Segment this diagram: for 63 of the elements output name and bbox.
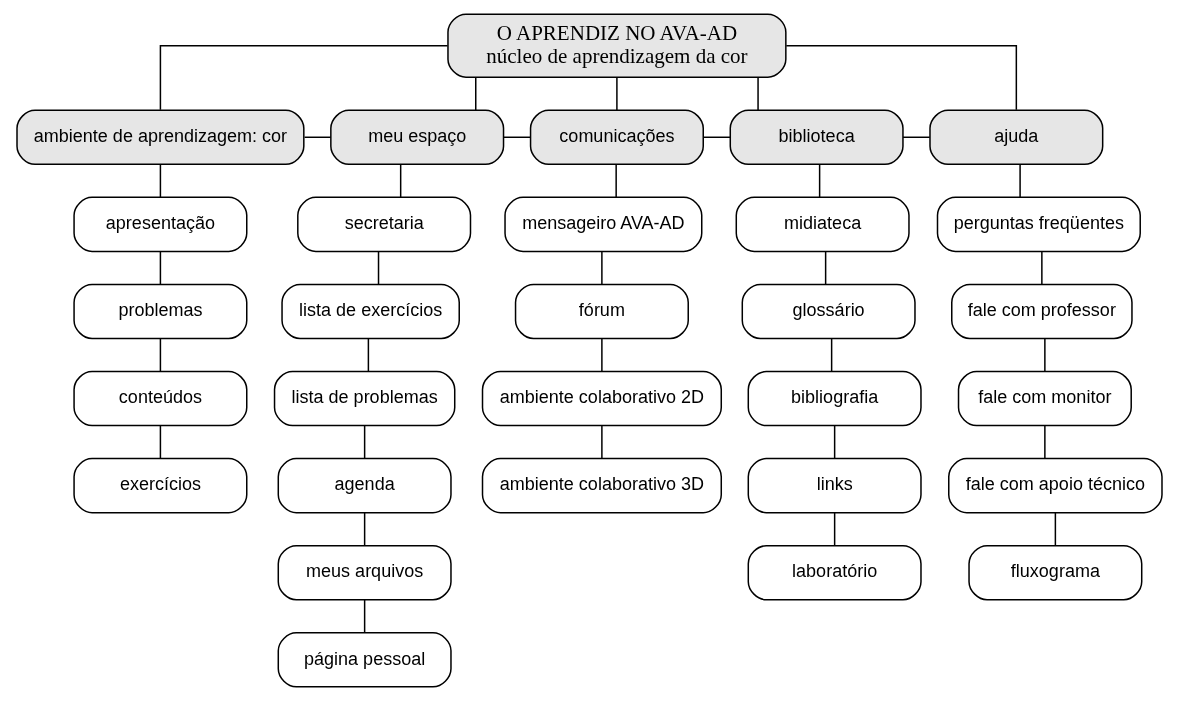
connector xyxy=(363,511,365,547)
connector xyxy=(1018,163,1021,198)
connector xyxy=(159,163,161,198)
connector xyxy=(363,424,365,460)
node-box: lista de exercícios xyxy=(280,283,460,340)
node-box: agenda xyxy=(277,457,452,514)
connector xyxy=(600,250,603,285)
connector xyxy=(303,136,332,138)
node-box: exercícios xyxy=(72,457,247,514)
node-box: fluxograma xyxy=(967,544,1142,601)
connector xyxy=(377,250,379,285)
node-box: mensageiro AVA-AD xyxy=(503,196,702,253)
connector xyxy=(159,250,161,285)
node-box: meu espaço xyxy=(329,109,504,166)
node-box: problemas xyxy=(72,283,247,340)
connector xyxy=(502,136,531,138)
node-box: secretaria xyxy=(296,196,471,253)
node-box: laboratório xyxy=(747,544,922,601)
node-box: fale com monitor xyxy=(957,370,1132,427)
connector xyxy=(824,250,826,285)
node-box: comunicações xyxy=(529,109,704,166)
node-box: lista de problemas xyxy=(273,370,455,427)
node-box: fale com professor xyxy=(950,283,1133,340)
connector xyxy=(159,424,161,460)
connector xyxy=(830,337,832,372)
connector xyxy=(833,424,835,460)
connector xyxy=(1054,511,1056,547)
connector xyxy=(363,599,365,634)
connector xyxy=(818,163,820,198)
connector xyxy=(1043,337,1046,372)
node-box: glossário xyxy=(741,283,916,340)
connector xyxy=(756,76,759,111)
node-box: links xyxy=(747,457,922,514)
connector xyxy=(785,44,1017,111)
connector xyxy=(1040,250,1043,285)
node-box: perguntas freqüentes xyxy=(936,196,1141,253)
connector xyxy=(833,511,835,547)
connector xyxy=(600,424,603,460)
node-box: apresentação xyxy=(72,196,247,253)
connector xyxy=(367,337,369,372)
node-box: ambiente de aprendizagem: cor xyxy=(15,109,305,166)
connector xyxy=(159,44,448,111)
connector xyxy=(474,76,476,111)
node-box: conteúdos xyxy=(72,370,247,427)
node-box: O APRENDIZ NO AVA-AD núcleo de aprendizagem da cor xyxy=(446,13,787,78)
connector xyxy=(159,337,161,372)
connector xyxy=(614,163,617,198)
node-box: bibliografia xyxy=(747,370,922,427)
node-box: fórum xyxy=(514,283,689,340)
node-box: ambiente colaborativo 2D xyxy=(481,370,722,427)
node-box: ajuda xyxy=(928,109,1103,166)
connector xyxy=(399,163,401,198)
connector xyxy=(702,136,731,138)
node-box: fale com apoio técnico xyxy=(947,457,1163,514)
node-box: meus arquivos xyxy=(277,544,452,601)
connector xyxy=(901,136,930,138)
connector xyxy=(615,76,618,111)
node-box: página pessoal xyxy=(277,632,452,688)
node-box: ambiente colaborativo 3D xyxy=(481,457,722,514)
connector xyxy=(600,337,603,372)
node-box: biblioteca xyxy=(729,109,904,166)
node-box: midiateca xyxy=(735,196,910,253)
connector xyxy=(1043,424,1046,460)
